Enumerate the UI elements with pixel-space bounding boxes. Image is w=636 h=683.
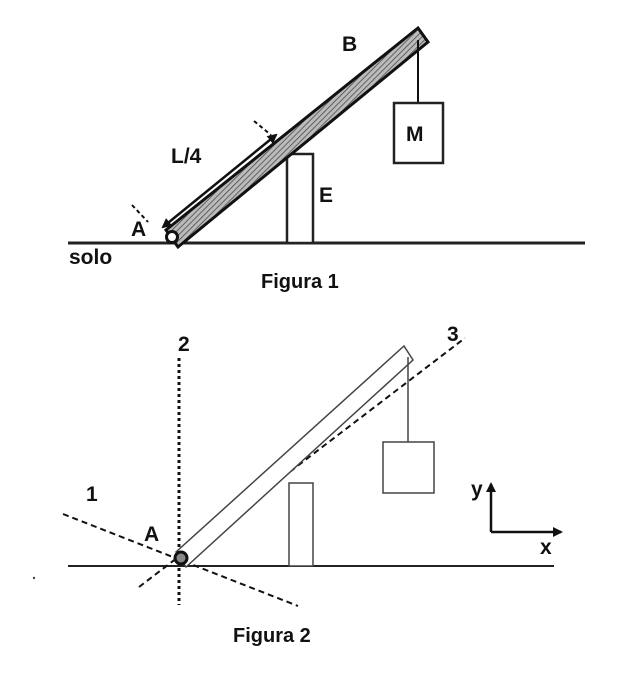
axis-1 — [62, 513, 299, 607]
caption-figure-2: Figura 2 — [233, 625, 311, 647]
label-a-fig1: A — [131, 218, 146, 241]
axis-3 — [138, 337, 466, 588]
dimension-arrow — [161, 133, 278, 229]
support-fig2 — [288, 482, 314, 567]
stray-dot — [32, 576, 36, 580]
pivot-a-fig2 — [173, 550, 189, 566]
label-axis-3: 3 — [447, 323, 459, 346]
label-axis-1: 1 — [86, 483, 98, 506]
label-y: y — [471, 478, 483, 501]
figure-1: L/4 B M E A solo Figura 1 — [68, 25, 585, 293]
label-solo: solo — [69, 246, 112, 269]
dimension-tick-a — [131, 204, 149, 223]
label-l4: L/4 — [171, 145, 202, 168]
pivot-a — [165, 230, 179, 244]
dimension-tick-e — [253, 120, 272, 136]
label-m: M — [406, 123, 424, 146]
mass-m — [392, 101, 445, 165]
mass-fig2 — [382, 441, 435, 494]
support-e — [285, 152, 315, 245]
label-x: x — [540, 536, 552, 559]
caption-figure-1: Figura 1 — [261, 271, 339, 293]
label-e: E — [319, 184, 333, 207]
figure-2: 2 3 1 A y x Figura 2 — [62, 323, 563, 647]
label-a-fig2: A — [144, 523, 159, 546]
label-b: B — [342, 33, 357, 56]
label-axis-2: 2 — [178, 333, 190, 356]
